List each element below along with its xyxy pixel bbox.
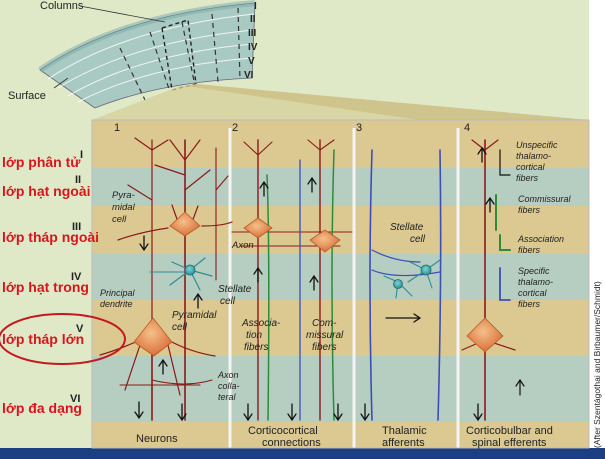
layer-bands <box>92 120 589 448</box>
specific-label-line4: fibers <box>518 299 541 309</box>
vn-label-multiform: lớp đa dạng <box>2 400 82 416</box>
efferents-footer-line2: spinal efferents <box>472 437 547 449</box>
commissural-fibers-label-line1: Com- <box>312 318 337 329</box>
association4-label-line2: fibers <box>518 245 541 255</box>
vietnamese-layer-labels: lớp phân tử lớp hạt ngoài lớp tháp ngoài… <box>0 154 126 416</box>
axon-label: Axon <box>231 240 254 251</box>
neurons-footer: Neurons <box>136 433 178 445</box>
slab-roman-vi: VI <box>244 70 254 81</box>
panel-frame <box>91 119 590 449</box>
slab-roman-iv: IV <box>248 42 258 53</box>
surface-label: Surface <box>8 90 46 102</box>
principal-dendrite-label-line1: Principal <box>100 288 136 298</box>
association-fibers-label-line3: fibers <box>244 342 268 353</box>
association-fibers-label-line2: tion <box>246 330 263 341</box>
principal-dendrite-label-line2: dendrite <box>100 299 133 309</box>
unspecific-label-line4: fibers <box>516 173 539 183</box>
column-numbers: 1 2 3 4 <box>114 122 470 134</box>
commissural4-label-line1: Commissural <box>518 194 572 204</box>
pyramidal-cell-top-label-line1: Pyra- <box>112 190 135 201</box>
pyramidal-cell-top-label-line2: midal <box>112 202 136 213</box>
inline-roman-ii: II <box>75 174 81 186</box>
panel4-labels: Unspecific thalamo- cortical fibers Comm… <box>466 140 572 449</box>
columns-leader <box>79 5 166 23</box>
panel2-fibers <box>231 139 353 422</box>
credit-label: (After Szentágothai and Birbaumer/Schmid… <box>592 281 602 448</box>
inline-roman-v: V <box>76 323 84 335</box>
column-number-2: 2 <box>232 122 238 134</box>
commissural-fibers-label-line2: missural <box>306 330 344 341</box>
slab-roman-i: I <box>254 1 257 12</box>
panel3-stellate-label-line2: cell <box>410 234 426 245</box>
highlight-ellipse <box>0 313 126 365</box>
surface-leader <box>53 77 69 89</box>
inline-roman-iii: III <box>72 221 81 233</box>
panel3-labels: Stellate cell Thalamic afferents <box>382 222 427 449</box>
thalamic-footer-line1: Thalamic <box>382 425 427 437</box>
inline-roman-vi: VI <box>70 393 80 405</box>
pyramidal-cell-top-label-line3: cell <box>112 214 127 225</box>
column-number-4: 4 <box>464 122 470 134</box>
vn-label-outer-granular: lớp hạt ngoài <box>2 183 91 199</box>
inline-roman-iv: IV <box>71 271 82 283</box>
commissural4-label-line2: fibers <box>518 205 541 215</box>
slab-roman-v: V <box>248 56 255 67</box>
vn-label-molecular: lớp phân tử <box>2 154 81 170</box>
unspecific-label-line2: thalamo- <box>516 151 551 161</box>
commissural-fibers-label-line3: fibers <box>312 342 336 353</box>
slab-labels: Columns Surface I II III IV V VI <box>8 0 258 102</box>
column-number-1: 1 <box>114 122 120 134</box>
unspecific-label-line1: Unspecific <box>516 140 558 150</box>
panel1-labels: Pyra- midal cell Axon Stellate cell Prin… <box>100 190 254 445</box>
efferents-footer-line1: Corticobulbar and <box>466 425 553 437</box>
panel4-efferents <box>461 139 525 422</box>
thalamic-footer-line2: afferents <box>382 437 425 449</box>
unspecific-label-line3: cortical <box>516 162 546 172</box>
association4-label-line1: Association <box>517 234 564 244</box>
axon-collateral-label-line1: Axon <box>217 370 239 380</box>
credit-strip <box>589 0 605 448</box>
zoom-funnel-shade <box>186 84 589 120</box>
corticocortical-footer-line1: Corticocortical <box>248 425 318 437</box>
stellate-cell-label-line1: Stellate <box>218 284 252 295</box>
pyramidal-cell-bottom-label-line2: cell <box>172 322 188 333</box>
column-number-3: 3 <box>356 122 362 134</box>
specific-label-line2: thalamo- <box>518 277 553 287</box>
stellate-cell-label-line2: cell <box>220 296 236 307</box>
panel3-stellate-label-line1: Stellate <box>390 222 424 233</box>
vn-label-inner-granular: lớp hạt trong <box>2 279 89 295</box>
columns-label: Columns <box>40 0 84 12</box>
axon-collateral-label-line3: teral <box>218 392 237 402</box>
vn-label-outer-pyramidal: lớp tháp ngoài <box>2 229 99 245</box>
panel2-labels: Associa- tion fibers Com- missural fiber… <box>241 318 344 449</box>
panel3-afferents <box>360 149 442 422</box>
pyramidal-cell-bottom-label-line1: Pyramidal <box>172 310 217 321</box>
slab-roman-ii: II <box>250 14 256 25</box>
specific-label-line1: Specific <box>518 266 550 276</box>
inline-roman-layers: I II III IV V VI <box>70 149 84 405</box>
panel-dividers <box>228 128 460 448</box>
axon-collateral-label-line2: colla- <box>218 381 240 391</box>
slab-roman-iii: III <box>248 28 257 39</box>
association-fibers-label-line1: Associa- <box>241 318 281 329</box>
inline-roman-i: I <box>80 149 83 161</box>
specific-label-line3: cortical <box>518 288 548 298</box>
corticocortical-footer-line2: connections <box>262 437 321 449</box>
panel1-neurons <box>99 137 233 422</box>
cortex-slab <box>38 0 256 109</box>
vn-label-large-pyramidal: lớp tháp lớn <box>2 331 84 347</box>
